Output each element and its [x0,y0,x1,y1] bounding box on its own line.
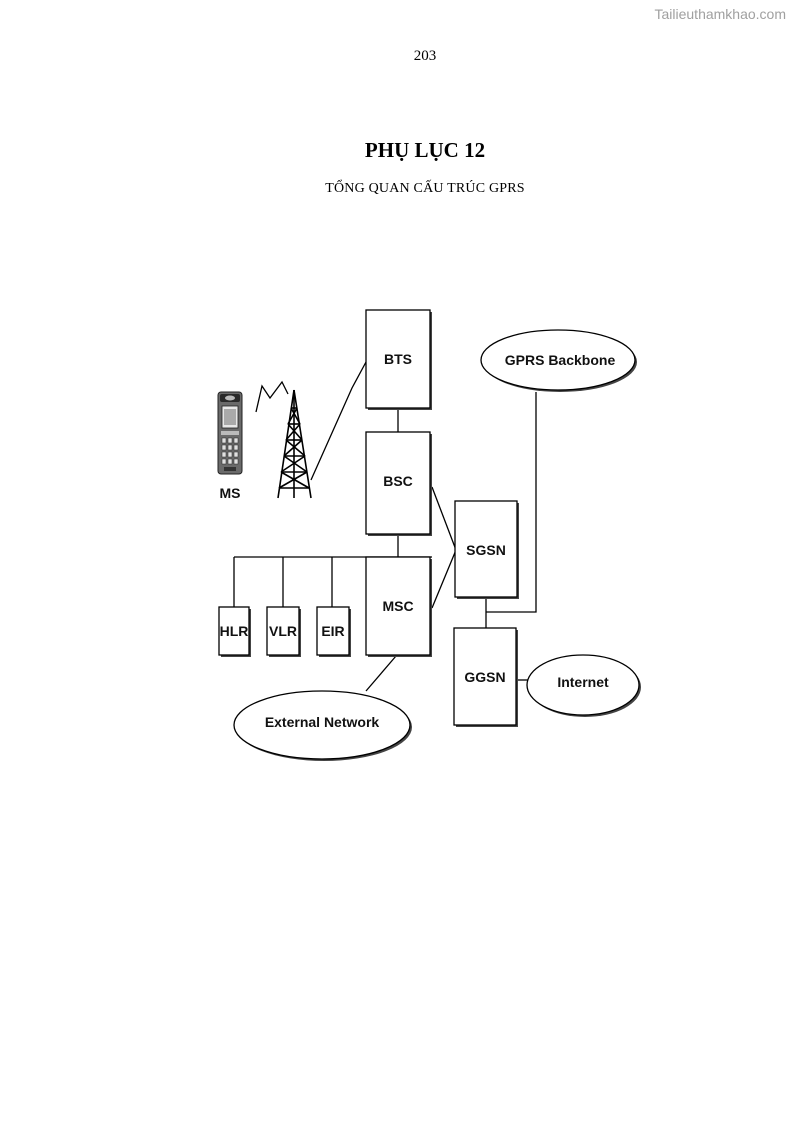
msc-label: MSC [382,598,413,614]
radio-link-zigzag [255,380,289,413]
diagram-connections [233,361,537,692]
link-bsc-sgsn [431,486,457,551]
link-sgsn-backbone [486,392,537,613]
sgsn-node: SGSN [454,500,519,599]
mobile-phone-icon [217,391,243,475]
page-number: 203 [413,48,437,64]
ms-label: MS [220,485,241,501]
eir-label: EIR [321,623,344,639]
page-title: PHỤ LỤC 12 [364,138,486,162]
bts-label: BTS [384,351,412,367]
link-msc-sgsn [431,549,457,609]
hlr-node: HLR [218,606,251,657]
vlr-label: VLR [269,623,297,639]
bsc-node: BSC [365,431,432,536]
gprs-backbone-label: GPRS Backbone [505,352,616,368]
bsc-label: BSC [383,473,413,489]
antenna-tower-icon [277,389,312,499]
internet-label: Internet [557,674,609,690]
watermark: Tailieuthamkhao.com [654,6,786,22]
eir-node: EIR [316,606,351,657]
external-network-label: External Network [265,714,380,730]
external-network-node: External Network [233,690,412,761]
ggsn-node: GGSN [453,627,518,727]
gprs-backbone-node: GPRS Backbone [480,329,637,392]
internet-node: Internet [526,654,641,717]
hlr-label: HLR [220,623,249,639]
vlr-node: VLR [266,606,301,657]
link-msc-external [365,655,397,692]
bts-node: BTS [365,309,432,410]
link-antenna-bts [310,361,367,481]
page-subtitle: TỔNG QUAN CẤU TRÚC GPRS [325,181,525,196]
sgsn-label: SGSN [466,542,506,558]
msc-node: MSC [365,556,432,657]
ggsn-label: GGSN [464,669,505,685]
